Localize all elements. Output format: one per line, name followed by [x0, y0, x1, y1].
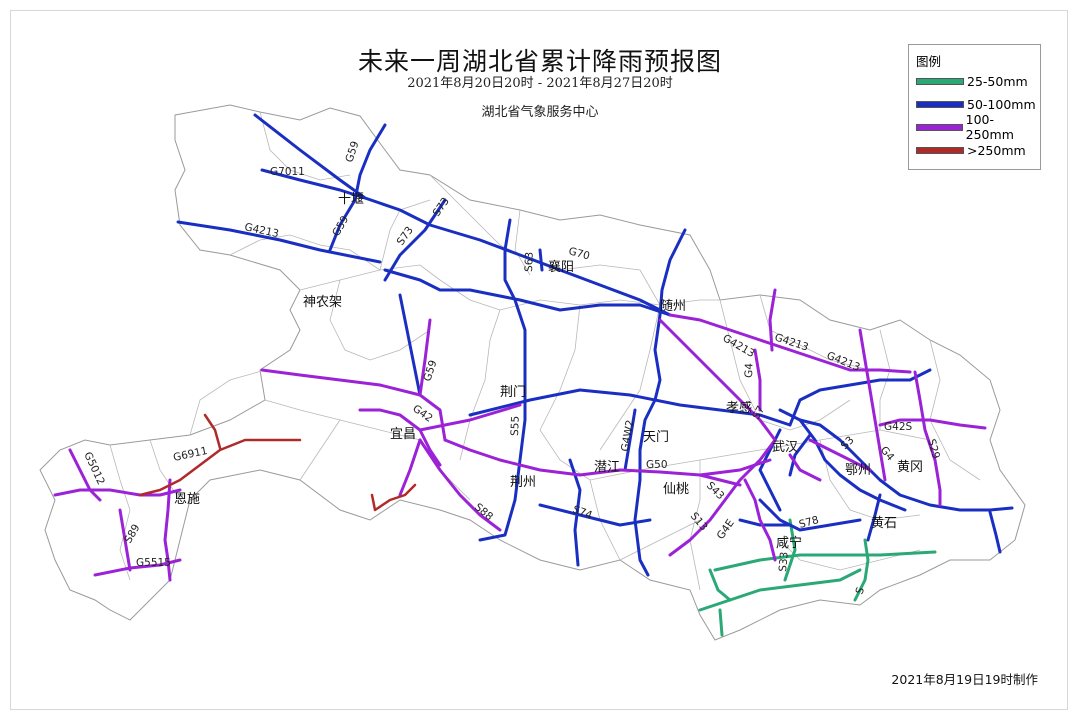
road-label-s63: S63 [523, 252, 536, 272]
city-shiyan: 十堰 [338, 192, 364, 207]
legend-label-25-50: 25-50mm [967, 73, 1028, 89]
rain-over-250-roads [138, 413, 417, 512]
legend-label-50-100: 50-100mm [967, 96, 1036, 112]
city-ezhou: 鄂州 [845, 463, 871, 478]
legend-item-over-250: >250mm [916, 141, 1026, 159]
city-xiantao: 仙桃 [663, 482, 689, 497]
road-label-s33: S33 [777, 551, 791, 572]
road-label-s29: S29 [925, 438, 942, 460]
road-label-s7: S7 [750, 404, 767, 422]
road-label-g5515: G5515 [136, 557, 171, 569]
rain-50-100-roads [176, 113, 1014, 577]
city-huangshi: 黄石 [871, 516, 897, 531]
road-label-s78: S78 [798, 514, 820, 531]
city-jingmen: 荆门 [500, 384, 526, 400]
road-label-g70: G70 [567, 245, 591, 262]
rain-100-250-roads [53, 288, 987, 582]
legend-swatch-50-100 [916, 100, 964, 108]
city-enshi: 恩施 [174, 492, 200, 507]
city-labels: 十堰 襄阳 神农架 随州 荆门 孝感 宜昌 天门 武汉 鄂州 黄冈 恩施 潜江 … [174, 192, 923, 551]
rain-25-50-roads [698, 518, 937, 637]
legend-item-100-250: 100-250mm [916, 112, 1040, 142]
road-label-g4: G4 [743, 363, 756, 379]
road-label-s55: S55 [509, 416, 522, 436]
road-label-s-fragment: S [854, 585, 868, 596]
city-xiangyang: 襄阳 [548, 259, 574, 275]
city-jingzhou: 荆州 [510, 474, 536, 490]
legend-item-50-100: 50-100mm [916, 95, 1036, 113]
legend-label-over-250: >250mm [967, 142, 1026, 158]
legend-item-25-50: 25-50mm [916, 72, 1028, 90]
map-title: 未来一周湖北省累计降雨预报图 [357, 47, 722, 76]
city-shennongjia: 神农架 [303, 295, 342, 310]
production-time: 2021年8月19日19时制作 [891, 672, 1038, 687]
city-suizhou: 随州 [660, 299, 686, 314]
legend-swatch-100-250 [916, 123, 963, 131]
road-label-g42s: G42S [884, 421, 912, 433]
road-label-g4w2: G4W2 [619, 419, 636, 452]
city-yichang: 宜昌 [390, 427, 416, 442]
legend-label-100-250: 100-250mm [965, 112, 1014, 142]
city-tianmen: 天门 [643, 430, 669, 445]
city-xianning: 咸宁 [776, 535, 802, 551]
province-outline [39, 104, 1026, 641]
legend-title: 图例 [916, 54, 942, 69]
map-subtitle: 2021年8月20日20时 - 2021年8月27日20时 [407, 76, 673, 91]
city-xiaogan: 孝感 [726, 400, 752, 416]
road-label-g7011: G7011 [270, 166, 305, 178]
legend: 图例 25-50mm 50-100mm 100-250mm >250mm [908, 44, 1041, 170]
road-label-g50: G50 [646, 459, 668, 471]
city-qianjiang: 潜江 [594, 460, 620, 475]
legend-swatch-over-250 [916, 146, 964, 154]
organization-name: 湖北省气象服务中心 [481, 105, 599, 120]
city-wuhan: 武汉 [772, 440, 798, 455]
legend-swatch-25-50 [916, 77, 964, 85]
city-huanggang: 黄冈 [897, 460, 923, 475]
